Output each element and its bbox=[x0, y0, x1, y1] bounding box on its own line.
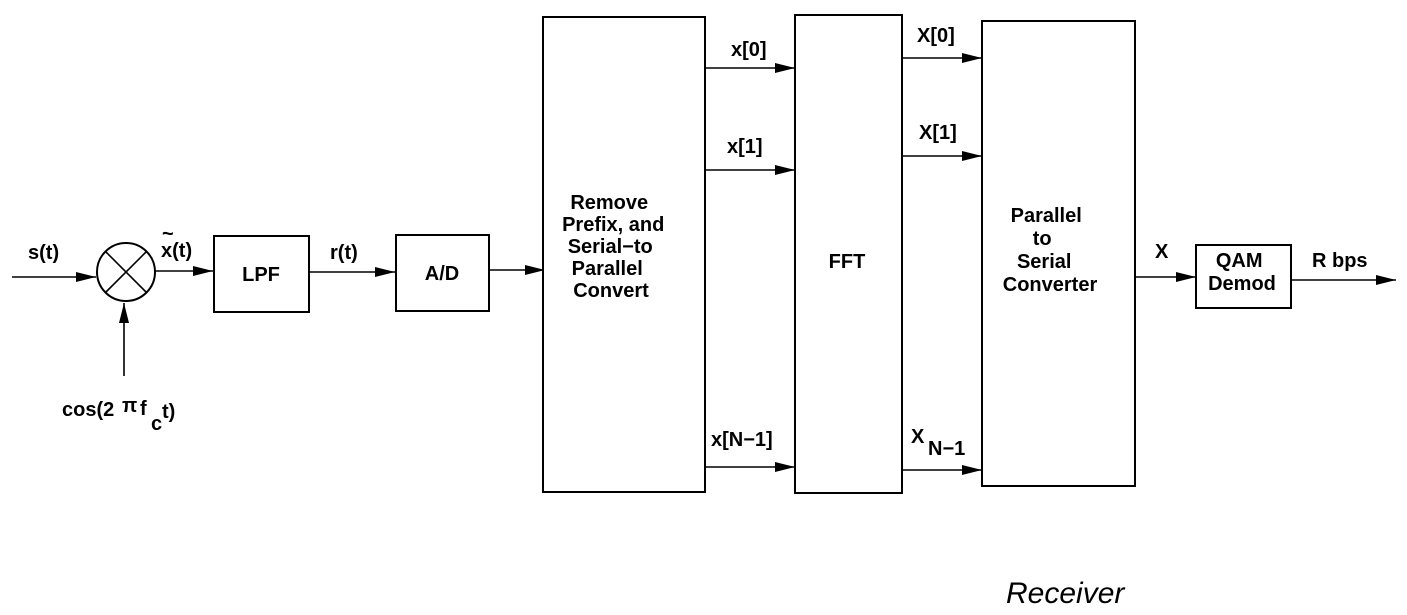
svg-text:N−1: N−1 bbox=[928, 438, 965, 460]
lpf-block bbox=[213, 235, 310, 313]
carrier-label: cos(2 π f c t) bbox=[62, 395, 175, 435]
remove-prefix-label: Remove Prefix, and Serial−to Parallel Co… bbox=[562, 192, 670, 302]
s-t-label: s(t) bbox=[28, 242, 59, 264]
r-t-label: r(t) bbox=[330, 242, 358, 264]
ad-label: A/D bbox=[425, 263, 459, 285]
x0-label: x[0] bbox=[731, 39, 767, 61]
svg-text:cos(2: cos(2 bbox=[62, 399, 114, 421]
svg-text:c: c bbox=[151, 413, 162, 435]
XN1-label: X N−1 bbox=[911, 426, 965, 460]
qam-demod-block bbox=[1195, 244, 1292, 309]
svg-text:π: π bbox=[122, 395, 137, 417]
xN1-label: x[N−1] bbox=[711, 429, 773, 451]
svg-text:X: X bbox=[911, 426, 925, 448]
x1-label: x[1] bbox=[727, 136, 763, 158]
fft-block bbox=[794, 14, 903, 494]
qam-demod-label: QAM Demod bbox=[1208, 250, 1276, 295]
svg-text:f: f bbox=[140, 398, 147, 420]
r-bps-label: R bps bbox=[1312, 250, 1368, 272]
x-tilde-label: x(t) ~ bbox=[161, 223, 192, 262]
svg-text:x(t): x(t) bbox=[161, 240, 192, 262]
mixer-symbol bbox=[96, 242, 156, 302]
svg-text:~: ~ bbox=[162, 223, 174, 245]
ad-block bbox=[395, 234, 490, 312]
X-label: X bbox=[1155, 241, 1169, 263]
diagram-caption: Receiver bbox=[1006, 577, 1125, 610]
svg-text:t): t) bbox=[162, 401, 175, 423]
X0-label: X[0] bbox=[917, 25, 955, 47]
fft-label: FFT bbox=[829, 251, 866, 273]
remove-prefix-block bbox=[542, 16, 706, 493]
X1-label: X[1] bbox=[919, 122, 957, 144]
lpf-label: LPF bbox=[242, 264, 280, 286]
parallel-to-serial-label: Parallel to Serial Converter bbox=[1003, 205, 1098, 296]
parallel-to-serial-block bbox=[981, 20, 1136, 487]
